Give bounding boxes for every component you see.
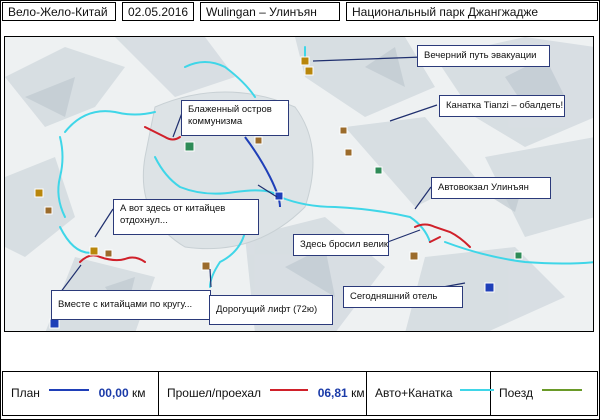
callout-evacuation: Вечерний путь эвакуации [417,45,550,67]
callout-chinese-rest: А вот здесь от китайцев отдохнул... [113,199,259,235]
callout-tianzi: Канатка Tianzi – обалдеть! [439,95,565,117]
legend-plan-unit: км [132,386,146,400]
legend-plan: План 00,00 км [3,372,159,415]
map-view[interactable]: Вечерний путь эвакуации Блаженный остров… [4,36,594,332]
poi-markers [34,56,523,329]
legend-train-label: Поезд [499,386,533,400]
callout-lift: Дорогущий лифт (72ю) [209,295,333,325]
header-date: 02.05.2016 [122,2,194,21]
callout-island: Блаженный остров коммунизма [181,100,289,136]
legend-done-label: Прошел/проехал [167,386,262,400]
legend-done: Прошел/проехал 06,81 км [159,372,367,415]
callout-bike: Здесь бросил велик [293,234,389,256]
legend-plan-value: 00,00 [98,386,129,400]
legend-cable-line [459,388,494,391]
legend-done-unit: км [351,386,365,400]
legend-plan-line [49,388,90,391]
legend-plan-label: План [11,386,40,400]
callout-hotel: Сегодняшний отель [343,286,463,308]
legend-done-line [270,388,309,391]
callout-bus-station: Автовокзал Улинъян [431,177,551,199]
legend-train-line [542,388,583,391]
header-route: Wulingan – Улинъян [200,2,340,21]
header-app-title: Вело-Жело-Китай [2,2,116,21]
header-park: Национальный парк Джангжадже [346,2,598,21]
legend-train: Поезд [491,372,597,415]
legend-cable-label: Авто+Канатка [375,386,453,400]
legend-done-value: 06,81 [317,386,348,400]
walk-routes [79,126,471,263]
callout-circle: Вместе с китайцами по кругу... [51,290,211,320]
legend-cable: Авто+Канатка [367,372,494,415]
legend: План 00,00 км Прошел/проехал 06,81 км Ав… [2,371,598,416]
